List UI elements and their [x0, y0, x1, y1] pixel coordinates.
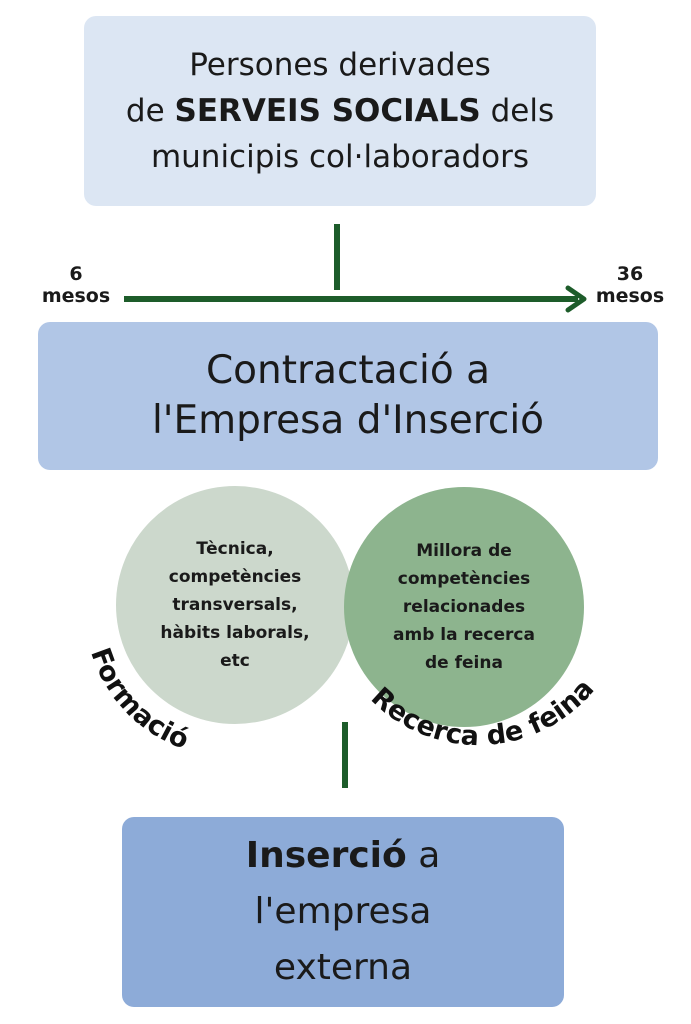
source-line-2-bold: SERVEIS SOCIALS	[174, 93, 481, 129]
timeline-start-label: 6 mesos	[36, 263, 116, 307]
insertion-line-2: l'empresa	[254, 891, 432, 932]
source-line-2: de SERVEIS SOCIALS dels	[126, 88, 554, 134]
connector-bottom	[342, 722, 348, 788]
timeline-end-unit: mesos	[595, 285, 665, 307]
training-line-1: Tècnica,	[196, 539, 274, 559]
source-line-2-post: dels	[480, 93, 555, 129]
training-line-2: competències	[168, 567, 302, 587]
insertion-line-1-rest: a	[406, 835, 441, 876]
training-label: Formació	[84, 644, 193, 756]
insertion-line-1-bold: Inserció	[245, 835, 407, 876]
job-search-label: Recerca de feina	[365, 673, 600, 752]
connector-top	[334, 224, 340, 290]
job-search-line-3: relacionades	[402, 597, 526, 617]
hiring-line-1: Contractació a	[205, 348, 491, 393]
timeline-end-value: 36	[616, 263, 644, 285]
training-circle: Tècnica, competències transversals, hàbi…	[116, 486, 354, 724]
insertion-line-3: externa	[273, 947, 413, 988]
insertion-box: Inserció a l'empresa externa	[122, 817, 564, 1007]
training-label-path: Formació	[84, 644, 193, 756]
source-line-1: Persones derivades	[189, 47, 491, 83]
job-search-label-path: Recerca de feina	[365, 673, 600, 752]
job-search-line-5: de feina	[425, 653, 503, 673]
source-line-2-pre: de	[125, 93, 175, 129]
insertion-line-1: Inserció a	[246, 828, 441, 884]
job-search-line-2: competències	[397, 569, 531, 589]
source-box: Persones derivades de SERVEIS SOCIALS de…	[84, 16, 596, 206]
job-search-circle: Millora de competències relacionades amb…	[344, 487, 584, 727]
training-line-4: hàbits laborals,	[160, 623, 310, 643]
job-search-line-4: amb la recerca	[393, 625, 535, 645]
timeline-start-unit: mesos	[41, 285, 111, 307]
timeline-end-label: 36 mesos	[590, 263, 670, 307]
training-line-3: transversals,	[172, 595, 298, 615]
timeline-start-value: 6	[69, 263, 83, 285]
job-search-line-1: Millora de	[416, 541, 512, 561]
source-line-3: municipis col·laboradors	[150, 139, 530, 175]
training-line-5: etc	[220, 651, 250, 671]
hiring-box: Contractació a l'Empresa d'Inserció	[38, 322, 658, 470]
hiring-line-2: l'Empresa d'Inserció	[151, 398, 545, 443]
